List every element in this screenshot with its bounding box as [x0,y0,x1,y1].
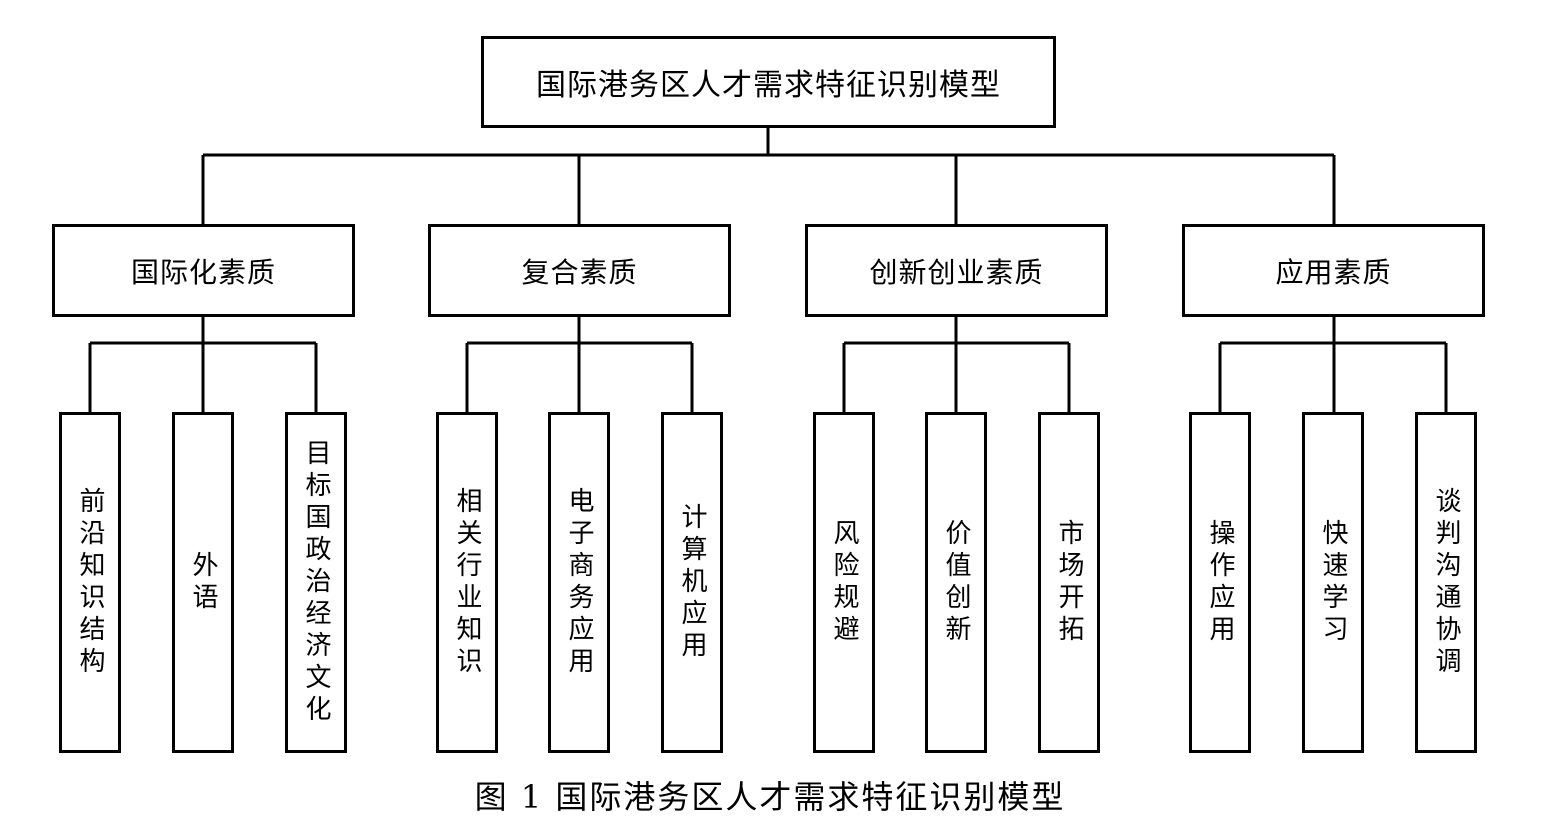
category-label: 国际化素质 [130,255,276,289]
category-label: 应用素质 [1275,255,1392,289]
leaf-node: 快速学习 [1302,412,1364,753]
figure-caption: 图 1 国际港务区人才需求特征识别模型 [474,778,1066,816]
leaf-node: 相关行业知识 [436,412,498,753]
leaf-node: 电子商务应用 [548,412,610,753]
leaf-label: 相关行业知识 [452,486,482,679]
leaf-label: 前沿知识结构 [75,486,105,679]
category-node-application: 应用素质 [1182,224,1485,317]
category-node-composite: 复合素质 [428,224,731,317]
category-label: 创新创业素质 [869,255,1044,289]
leaf-node: 谈判沟通协调 [1415,412,1477,753]
leaf-label: 外语 [188,550,218,615]
leaf-label: 操作应用 [1205,518,1235,647]
leaf-label: 谈判沟通协调 [1431,486,1461,679]
root-node: 国际港务区人才需求特征识别模型 [481,36,1056,128]
leaf-node: 前沿知识结构 [59,412,121,753]
category-label: 复合素质 [521,255,638,289]
leaf-label: 市场开拓 [1054,518,1084,647]
leaf-node: 外语 [172,412,234,753]
leaf-label: 风险规避 [829,518,859,647]
leaf-node: 价值创新 [925,412,987,753]
leaf-label: 计算机应用 [677,502,707,663]
leaf-node: 操作应用 [1189,412,1251,753]
leaf-label: 快速学习 [1318,518,1348,647]
leaf-node: 风险规避 [813,412,875,753]
category-node-internationalization: 国际化素质 [52,224,355,317]
leaf-label: 价值创新 [941,518,971,647]
leaf-node: 市场开拓 [1038,412,1100,753]
leaf-node: 计算机应用 [661,412,723,753]
leaf-label: 电子商务应用 [564,486,594,679]
root-label: 国际港务区人才需求特征识别模型 [536,68,1001,103]
leaf-node: 目标国政治经济文化 [285,412,347,753]
category-node-innovation-entrepreneurship: 创新创业素质 [805,224,1108,317]
leaf-label: 目标国政治经济文化 [301,438,331,727]
